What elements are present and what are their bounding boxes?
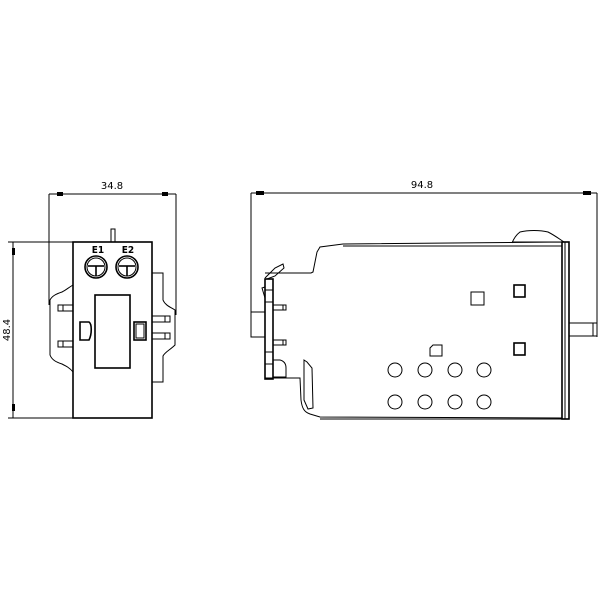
terminal-label-e1: E1 bbox=[92, 245, 104, 256]
dimension-height: 48.4 bbox=[2, 241, 73, 419]
terminal-label-e2: E2 bbox=[122, 245, 134, 256]
indicator-square bbox=[470, 291, 485, 306]
vent-hole bbox=[387, 362, 403, 378]
right-pin bbox=[568, 322, 598, 337]
terminal-screw-e1 bbox=[84, 255, 108, 279]
left-latch bbox=[79, 321, 93, 341]
front-view: 34.8 48.4 E1 E2 bbox=[2, 181, 177, 419]
dimension-width-label: 34.8 bbox=[101, 181, 123, 192]
vent-hole bbox=[476, 362, 492, 378]
terminal-screw-e2 bbox=[115, 255, 139, 279]
front-window bbox=[94, 294, 131, 369]
left-protrusion bbox=[250, 311, 266, 338]
top-pin bbox=[110, 228, 116, 243]
dimension-length: 94.8 bbox=[250, 180, 598, 337]
vent-hole bbox=[476, 394, 492, 410]
dimension-height-label: 48.4 bbox=[2, 319, 13, 341]
indicator-square bbox=[513, 342, 526, 356]
right-latch bbox=[133, 321, 147, 341]
side-view: 94.8 bbox=[250, 180, 598, 420]
dimension-length-label: 94.8 bbox=[411, 180, 433, 191]
dimension-width: 34.8 bbox=[48, 181, 177, 315]
vent-hole bbox=[447, 394, 463, 410]
vent-hole bbox=[417, 362, 433, 378]
vent-hole bbox=[417, 394, 433, 410]
vent-hole bbox=[447, 362, 463, 378]
vent-hole bbox=[387, 394, 403, 410]
indicator-square-chamfered bbox=[429, 344, 443, 357]
indicator-square bbox=[513, 284, 526, 298]
